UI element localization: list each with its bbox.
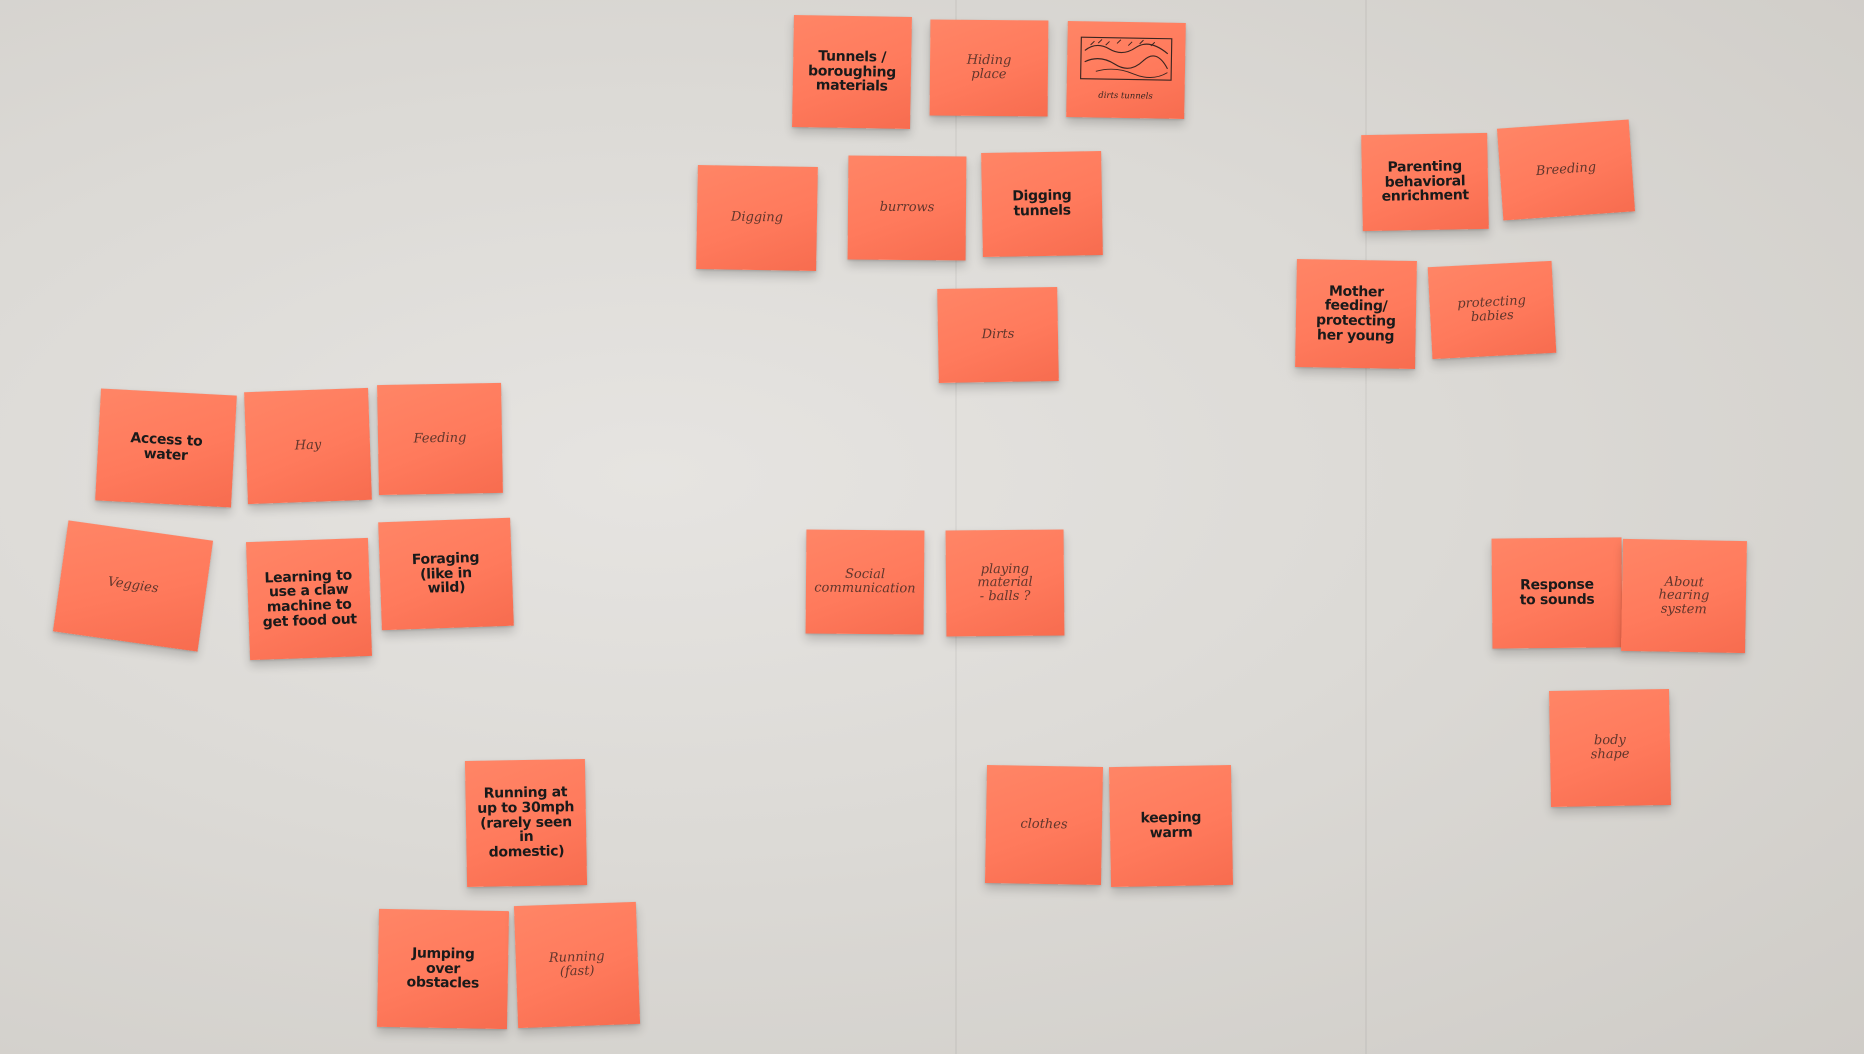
note-text: keeping warm bbox=[1140, 809, 1202, 842]
sticky-note-dirts: Dirts bbox=[937, 286, 1059, 384]
sticky-note-clothes: clothes bbox=[984, 764, 1104, 886]
note-text: Hiding place bbox=[966, 53, 1012, 83]
sticky-note-protecting-babies: protecting babies bbox=[1427, 260, 1557, 360]
sticky-note-access-to-water: Access to water bbox=[95, 388, 237, 508]
note-text: Foraging (like in wild) bbox=[411, 549, 480, 597]
sticky-note-jumping-obstacles: Jumping over obstacles bbox=[376, 908, 510, 1030]
wall-seam bbox=[955, 0, 957, 1054]
sticky-note-social-communication: Social communication bbox=[805, 529, 925, 635]
sticky-note-digging-tunnels: Digging tunnels bbox=[981, 150, 1103, 258]
sticky-note-playing-material: playing material - balls ? bbox=[945, 529, 1065, 637]
sticky-note-mother-feeding: Mother feeding/ protecting her young bbox=[1295, 258, 1417, 370]
sticky-note-feeding: Feeding bbox=[377, 382, 503, 496]
tunnel-sketch-icon: dirts tunnels bbox=[1080, 36, 1173, 101]
note-text: Veggies bbox=[106, 574, 160, 597]
wall-seam bbox=[1365, 0, 1367, 1054]
sticky-note-tunnel-sketch: dirts tunnels bbox=[1066, 20, 1186, 120]
note-text: protecting babies bbox=[1456, 293, 1527, 326]
sticky-note-breeding: Breeding bbox=[1496, 119, 1636, 221]
note-text: About hearing system bbox=[1658, 574, 1710, 618]
note-text: Parenting behavioral enrichment bbox=[1381, 158, 1469, 206]
note-text: Digging bbox=[730, 209, 784, 226]
note-text: Breeding bbox=[1535, 160, 1597, 180]
note-text: Jumping over obstacles bbox=[406, 945, 480, 992]
sticky-note-running-fast: Running (fast) bbox=[513, 901, 641, 1029]
note-text: Dirts bbox=[981, 326, 1015, 343]
sticky-note-burrows: burrows bbox=[847, 155, 967, 261]
sticky-note-claw-machine: Learning to use a claw machine to get fo… bbox=[245, 537, 373, 661]
note-text: dirts tunnels bbox=[1098, 90, 1153, 101]
sticky-note-body-shape: body shape bbox=[1548, 688, 1672, 808]
sticky-note-tunnels-materials: Tunnels / boroughing materials bbox=[792, 14, 912, 130]
sticky-note-hay: Hay bbox=[244, 387, 372, 505]
sticky-note-keeping-warm: keeping warm bbox=[1108, 764, 1234, 888]
sticky-note-hiding-place: Hiding place bbox=[929, 19, 1049, 117]
note-text: burrows bbox=[879, 199, 935, 216]
sticky-note-parenting-enrichment: Parenting behavioral enrichment bbox=[1361, 132, 1489, 232]
sticky-note-running-30mph: Running at up to 30mph (rarely seen in d… bbox=[464, 758, 588, 888]
note-text: Access to water bbox=[129, 430, 203, 465]
note-text: Mother feeding/ protecting her young bbox=[1315, 283, 1396, 345]
note-text: Running (fast) bbox=[548, 949, 605, 980]
note-text: clothes bbox=[1020, 816, 1068, 833]
sticky-note-veggies: Veggies bbox=[52, 520, 214, 652]
note-text: Social communication bbox=[814, 567, 916, 597]
sticky-note-hearing-system: About hearing system bbox=[1621, 538, 1747, 654]
note-text: Learning to use a claw machine to get fo… bbox=[262, 567, 357, 631]
note-text: Hay bbox=[294, 437, 322, 454]
sticky-note-digging: Digging bbox=[696, 164, 818, 272]
note-text: Digging tunnels bbox=[1012, 187, 1072, 220]
note-text: Feeding bbox=[413, 430, 467, 447]
note-text: Response to sounds bbox=[1519, 576, 1595, 609]
note-text: playing material - balls ? bbox=[977, 561, 1033, 605]
sticky-note-response-to-sounds: Response to sounds bbox=[1491, 537, 1623, 649]
note-text: body shape bbox=[1590, 733, 1630, 763]
sticky-note-foraging: Foraging (like in wild) bbox=[378, 517, 514, 631]
note-text: Tunnels / boroughing materials bbox=[807, 48, 897, 95]
note-text: Running at up to 30mph (rarely seen in d… bbox=[477, 784, 575, 861]
